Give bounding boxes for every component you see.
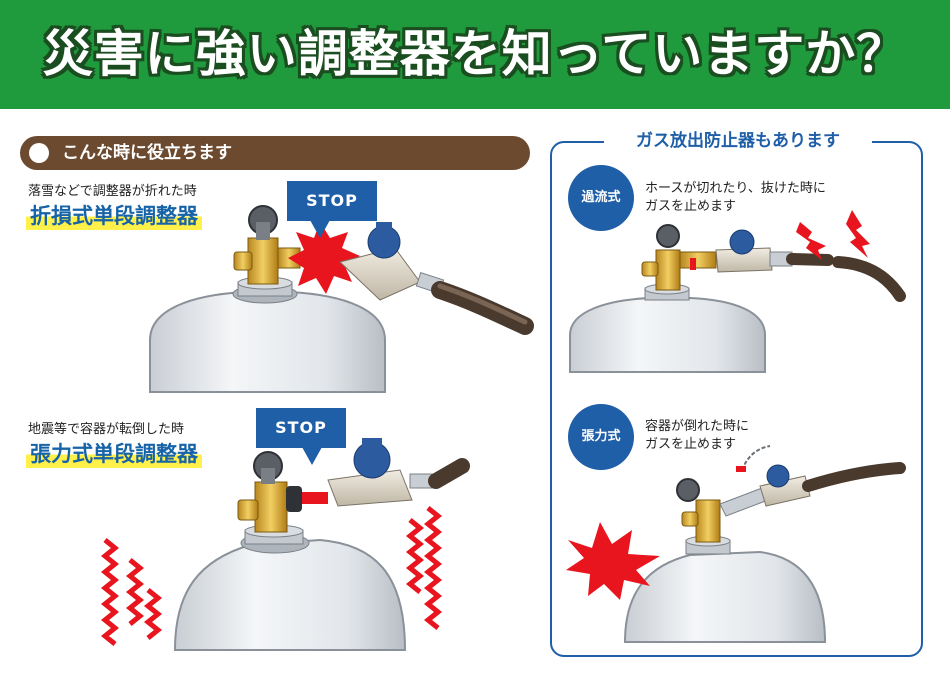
bullet-dot-icon	[29, 143, 49, 163]
stop-pointer-2	[302, 447, 322, 465]
header-bar	[0, 0, 950, 109]
item1-line1: ホースが切れたり、抜けた時に	[645, 181, 826, 196]
tank-illustration-1	[149, 205, 386, 393]
case1-caption: 落雪などで調整器が折れた時	[28, 184, 197, 199]
shake-marks-left	[100, 538, 163, 646]
item1-line2: ガスを止めます	[645, 199, 737, 214]
badge-tension: 張力式	[568, 404, 634, 470]
burst-icon-2	[566, 522, 660, 600]
tank-illustration-3	[569, 224, 906, 373]
section-banner-label: こんな時に役立ちます	[62, 143, 232, 163]
item1-description: ホースが切れたり、抜けた時に ガスを止めます	[645, 180, 826, 216]
item2-description: 容器が倒れた時に ガスを止めます	[645, 418, 749, 454]
section-banner: こんな時に役立ちます	[20, 136, 530, 170]
regulator-illustration-1	[338, 222, 534, 335]
spark-icon	[796, 210, 870, 260]
stop-pointer-1	[310, 220, 330, 238]
case2-caption: 地震等で容器が転倒した時	[28, 422, 185, 437]
case1-name: 折損式単段調整器	[26, 200, 202, 230]
item2-line1: 容器が倒れた時に	[645, 419, 750, 434]
page-title: 災害に強い調整器を知っていますか？	[42, 25, 908, 83]
regulator-illustration-2	[327, 438, 470, 507]
burst-icon	[288, 222, 360, 294]
stop-label-2: STOP	[256, 408, 346, 448]
shake-marks-right	[405, 506, 443, 630]
stop-label-1: STOP	[287, 181, 377, 221]
case2-name: 張力式単段調整器	[26, 438, 202, 468]
tank-illustration-2	[173, 451, 407, 651]
panel-title: ガス放出防止器もあります	[604, 128, 872, 154]
tank-illustration-4	[623, 445, 906, 643]
badge-excess-flow: 過流式	[568, 165, 634, 231]
item2-line2: ガスを止めます	[645, 437, 737, 452]
